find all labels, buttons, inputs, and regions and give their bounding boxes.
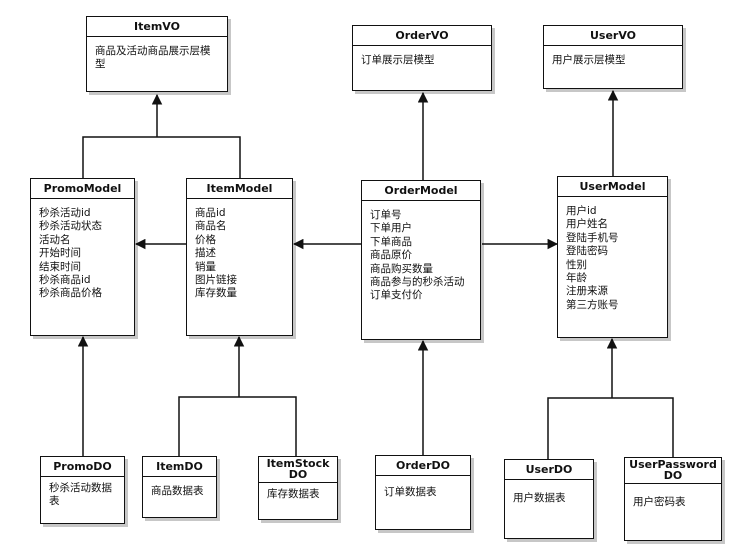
item-model-attr-2: 商品名 xyxy=(195,220,227,233)
item-model-attr-7: 库存数量 xyxy=(195,287,237,300)
order-model-attr-6: 商品参与的秒杀活动 xyxy=(370,276,465,289)
user-model-attr-4: 登陆密码 xyxy=(566,245,608,258)
userpassword-do-class-title: UserPassword DO xyxy=(625,458,721,484)
uservo-class-body: 用户展示层模型 xyxy=(544,46,682,67)
ordervo-class-title: OrderVO xyxy=(353,26,491,46)
promo-do-class-body: 秒杀活动数据 表 xyxy=(41,477,124,509)
itemvo-class-title: ItemVO xyxy=(87,17,227,37)
user-do-class-body: 用户数据表 xyxy=(505,480,593,505)
user-model-attr-7: 注册来源 xyxy=(566,285,608,298)
order-model-attr-3: 下单商品 xyxy=(370,235,412,248)
itemvo-desc-line-1: 商品及活动商品展示层模 xyxy=(95,45,211,57)
promo-model-attr-1: 秒杀活动id xyxy=(39,207,91,219)
itemstock-do-class-body: 库存数据表 xyxy=(259,483,337,501)
item-model-attr-1: 商品id xyxy=(195,207,226,219)
promo-model-attr-2: 秒杀活动状态 xyxy=(39,220,102,233)
item-model-class-title: ItemModel xyxy=(187,179,292,199)
item-do-class-body: 商品数据表 xyxy=(143,477,216,498)
user-model-class-body: 用户id 用户姓名 登陆手机号 登陆密码 性别 年龄 注册来源 第三方账号 xyxy=(558,197,667,312)
ordervo-class-body: 订单展示层模型 xyxy=(353,46,491,67)
item-do-desc-line-1: 商品数据表 xyxy=(151,485,204,497)
order-model-attr-5: 商品购买数量 xyxy=(370,262,433,275)
promo-model-to-itemvo-connector xyxy=(82,136,241,178)
uservo-desc-line-1: 用户展示层模型 xyxy=(552,54,626,66)
item-model-attr-6: 图片链接 xyxy=(195,274,237,287)
promo-do-class-box: PromoDO 秒杀活动数据 表 xyxy=(40,456,125,524)
itemvo-desc-line-2: 型 xyxy=(95,58,106,71)
promo-model-attr-7: 秒杀商品价格 xyxy=(39,287,102,300)
user-do-class-box: UserDO 用户数据表 xyxy=(504,459,594,539)
item-model-attr-5: 销量 xyxy=(195,260,216,273)
userpassword-do-class-body: 用户密码表 xyxy=(625,484,721,509)
user-model-attr-1: 用户id xyxy=(566,205,597,217)
user-model-class-box: UserModel 用户id 用户姓名 登陆手机号 登陆密码 性别 年龄 注册来… xyxy=(557,176,668,338)
userpassword-do-desc-line-1: 用户密码表 xyxy=(633,496,686,508)
ordervo-desc-line-1: 订单展示层模型 xyxy=(361,54,435,66)
user-model-class-title: UserModel xyxy=(558,177,667,197)
promo-do-desc-line-1: 秒杀活动数据 xyxy=(49,482,112,494)
item-model-attr-3: 价格 xyxy=(195,233,216,246)
userpassword-do-class-box: UserPassword DO 用户密码表 xyxy=(624,457,722,541)
item-model-class-body: 商品id 商品名 价格 描述 销量 图片链接 库存数量 xyxy=(187,199,292,301)
promo-model-attr-3: 活动名 xyxy=(39,233,71,246)
user-model-attr-3: 登陆手机号 xyxy=(566,231,619,244)
itemvo-class-box: ItemVO 商品及活动商品展示层模 型 xyxy=(86,16,228,92)
user-model-attr-2: 用户姓名 xyxy=(566,218,608,231)
order-do-desc-line-1: 订单数据表 xyxy=(384,486,437,498)
promo-model-attr-4: 开始时间 xyxy=(39,247,81,260)
order-do-class-box: OrderDO 订单数据表 xyxy=(375,455,471,530)
user-model-attr-8: 第三方账号 xyxy=(566,298,619,311)
promo-model-class-body: 秒杀活动id 秒杀活动状态 活动名 开始时间 结束时间 秒杀商品id 秒杀商品价… xyxy=(31,199,134,301)
itemvo-class-body: 商品及活动商品展示层模 型 xyxy=(87,37,227,72)
user-do-desc-line-1: 用户数据表 xyxy=(513,492,566,504)
itemstock-do-desc-line-1: 库存数据表 xyxy=(267,488,320,500)
order-do-class-title: OrderDO xyxy=(376,456,470,476)
uservo-class-box: UserVO 用户展示层模型 xyxy=(543,25,683,89)
order-model-attr-1: 订单号 xyxy=(370,209,402,221)
item-do-class-box: ItemDO 商品数据表 xyxy=(142,456,217,518)
user-do-class-title: UserDO xyxy=(505,460,593,480)
user-model-attr-6: 年龄 xyxy=(566,272,587,285)
itemstock-do-class-box: ItemStock DO 库存数据表 xyxy=(258,456,338,520)
item-model-class-box: ItemModel 商品id 商品名 价格 描述 销量 图片链接 库存数量 xyxy=(186,178,293,336)
promo-do-class-title: PromoDO xyxy=(41,457,124,477)
order-model-class-body: 订单号 下单用户 下单商品 商品原价 商品购买数量 商品参与的秒杀活动 订单支付… xyxy=(362,201,480,303)
itemstock-do-class-title: ItemStock DO xyxy=(259,457,337,483)
order-model-class-title: OrderModel xyxy=(362,181,480,201)
item-do-class-title: ItemDO xyxy=(143,457,216,477)
promo-model-class-title: PromoModel xyxy=(31,179,134,199)
promo-do-desc-line-2: 表 xyxy=(49,495,60,508)
order-model-class-box: OrderModel 订单号 下单用户 下单商品 商品原价 商品购买数量 商品参… xyxy=(361,180,481,340)
order-do-class-body: 订单数据表 xyxy=(376,476,470,499)
ordervo-class-box: OrderVO 订单展示层模型 xyxy=(352,25,492,91)
promo-model-class-box: PromoModel 秒杀活动id 秒杀活动状态 活动名 开始时间 结束时间 秒… xyxy=(30,178,135,336)
promo-model-attr-5: 结束时间 xyxy=(39,260,81,273)
user-do-to-user-model-connector xyxy=(547,397,674,459)
item-model-attr-4: 描述 xyxy=(195,247,216,260)
item-do-to-item-model-connector xyxy=(178,396,297,456)
order-model-attr-4: 商品原价 xyxy=(370,249,412,262)
uservo-class-title: UserVO xyxy=(544,26,682,46)
order-model-attr-7: 订单支付价 xyxy=(370,289,423,302)
promo-model-attr-6: 秒杀商品id xyxy=(39,274,91,287)
user-model-attr-5: 性别 xyxy=(566,258,587,271)
order-model-attr-2: 下单用户 xyxy=(370,222,412,235)
